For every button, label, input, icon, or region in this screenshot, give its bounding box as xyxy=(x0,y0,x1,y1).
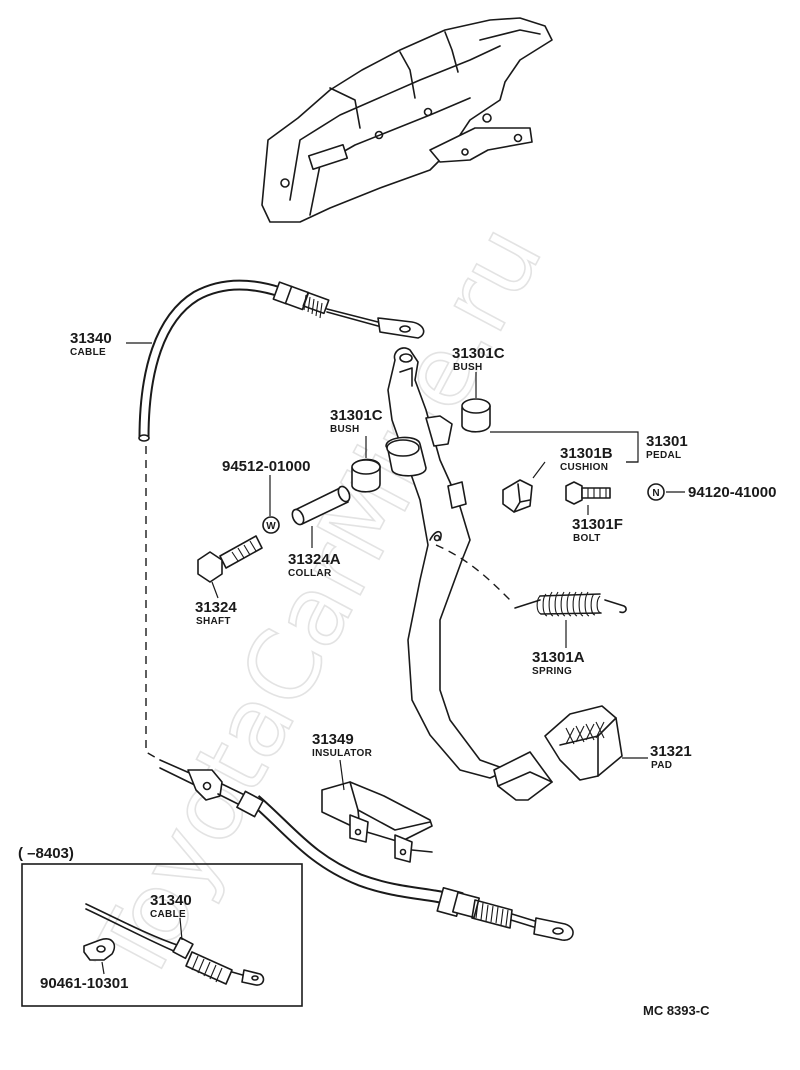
pedal-pad xyxy=(544,705,623,781)
label-shaft-number: 31324 xyxy=(195,599,237,616)
inset-range-label: ( –8403) xyxy=(18,845,74,862)
clutch-cable-lower xyxy=(159,759,574,941)
diagram-code: MC 8393-C xyxy=(643,1003,710,1018)
label-cable-inset-desc: CABLE xyxy=(150,909,186,920)
pedal-bolt xyxy=(565,481,611,505)
label-bush-lower-number: 31301C xyxy=(330,407,383,424)
label-cushion-number: 31301B xyxy=(560,445,613,462)
washer-symbol: W xyxy=(262,516,280,534)
label-pad-number: 31321 xyxy=(650,743,692,760)
label-bush-lower-desc: BUSH xyxy=(330,424,360,435)
label-pedal-number: 31301 xyxy=(646,433,688,450)
label-nut-number: 94120-41000 xyxy=(688,484,776,501)
label-shaft-desc: SHAFT xyxy=(196,616,231,627)
bush-upper xyxy=(461,398,491,433)
collar xyxy=(291,485,351,526)
cushion xyxy=(502,479,533,513)
svg-text:N: N xyxy=(652,488,659,499)
clutch-cable xyxy=(138,279,425,761)
label-bolt-number: 31301F xyxy=(572,516,623,533)
callouts: 31340 CABLE 31301C BUSH 31301C BUSH 3130… xyxy=(18,330,776,1018)
leader-lines xyxy=(126,342,685,791)
label-bush-upper-desc: BUSH xyxy=(453,362,483,373)
label-cable-inset-number: 31340 xyxy=(150,892,192,909)
inset-box xyxy=(21,863,303,1007)
label-bush-upper-number: 31301C xyxy=(452,345,505,362)
label-insulator-number: 31349 xyxy=(312,731,354,748)
label-clamp-number: 90461-10301 xyxy=(40,975,128,992)
watermark: ToyotaCarMine.ru xyxy=(71,208,564,1002)
label-cable-desc: CABLE xyxy=(70,347,106,358)
label-collar-number: 31324A xyxy=(288,551,341,568)
label-cable-number: 31340 xyxy=(70,330,112,347)
cable-upper-fitting xyxy=(272,281,425,339)
label-spring-desc: SPRING xyxy=(532,666,572,677)
label-pad-desc: PAD xyxy=(651,760,672,771)
label-spring-number: 31301A xyxy=(532,649,585,666)
label-collar-desc: COLLAR xyxy=(288,568,332,579)
insulator xyxy=(321,781,433,863)
nut-symbol: N xyxy=(647,483,665,501)
shaft-bolt xyxy=(197,535,263,583)
bush-lower xyxy=(351,458,381,493)
label-washer-number: 94512-01000 xyxy=(222,458,310,475)
label-pedal-desc: PEDAL xyxy=(646,450,681,461)
pedal-bracket xyxy=(261,17,553,223)
label-cushion-desc: CUSHION xyxy=(560,462,608,473)
return-spring xyxy=(435,544,627,617)
clutch-pedal-arm xyxy=(385,347,553,801)
label-insulator-desc: INSULATOR xyxy=(312,748,373,759)
label-bolt-desc: BOLT xyxy=(573,533,601,544)
svg-text:W: W xyxy=(266,521,276,532)
